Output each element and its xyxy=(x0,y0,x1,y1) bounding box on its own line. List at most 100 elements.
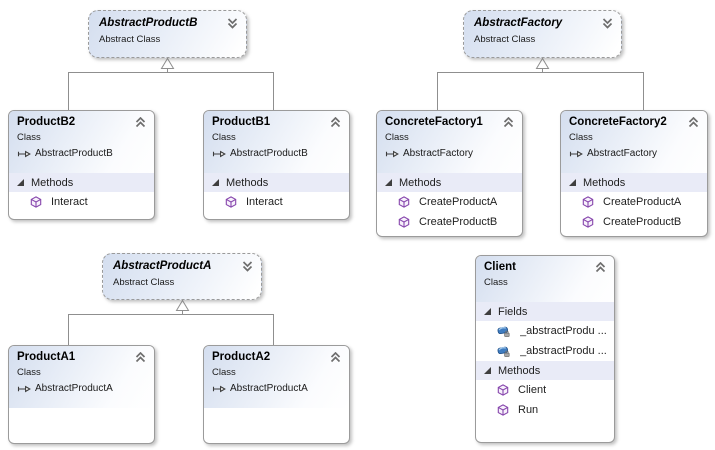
class-title: AbstractFactory xyxy=(474,17,563,29)
class-node-productb1[interactable]: ProductB1 Class AbstractProductB Methods… xyxy=(203,110,350,220)
base-type: AbstractProductA xyxy=(35,383,113,394)
class-node-client[interactable]: Client Class Fields _abstractProdu ... _… xyxy=(475,255,615,443)
method-row[interactable]: Interact xyxy=(204,192,349,212)
private-field-icon xyxy=(497,325,511,337)
fields-section-header[interactable]: Fields xyxy=(476,302,614,321)
collapse-chevron-icon[interactable] xyxy=(134,352,147,363)
class-kind: Class xyxy=(212,367,236,378)
expand-chevron-icon[interactable] xyxy=(241,261,254,272)
collapse-chevron-icon[interactable] xyxy=(502,117,515,128)
private-field-icon xyxy=(497,345,511,357)
class-title: ProductA1 xyxy=(17,351,76,363)
field-row[interactable]: _abstractProdu ... xyxy=(476,321,614,341)
collapse-chevron-icon[interactable] xyxy=(594,262,607,273)
inheritance-arrow-icon xyxy=(212,150,226,158)
class-node-productb2[interactable]: ProductB2 Class AbstractProductB Methods… xyxy=(8,110,155,220)
node-header: ProductB1 Class AbstractProductB xyxy=(204,111,349,173)
member-name: Interact xyxy=(51,196,88,208)
field-row[interactable]: _abstractProdu ... xyxy=(476,341,614,361)
class-kind: Abstract Class xyxy=(113,277,175,288)
member-name: _abstractProdu ... xyxy=(520,345,607,357)
class-kind: Class xyxy=(569,132,593,143)
methods-section-header[interactable]: Methods xyxy=(476,361,614,380)
class-kind: Class xyxy=(17,367,41,378)
class-kind: Class xyxy=(17,132,41,143)
base-type: AbstractFactory xyxy=(587,148,658,159)
section-label: Fields xyxy=(498,305,528,318)
class-kind: Abstract Class xyxy=(99,34,161,45)
inheritance-connector-group-a[interactable] xyxy=(68,299,274,346)
class-node-concretefactory1[interactable]: ConcreteFactory1 Class AbstractFactory M… xyxy=(376,110,523,237)
class-title: ConcreteFactory2 xyxy=(569,116,667,128)
method-icon xyxy=(497,404,509,416)
inheritance-connector-group-factory[interactable] xyxy=(437,57,644,111)
methods-section-header[interactable]: Methods xyxy=(204,173,349,192)
method-row[interactable]: Client xyxy=(476,380,614,400)
method-icon xyxy=(30,196,42,208)
collapse-chevron-icon[interactable] xyxy=(329,117,342,128)
section-expander-icon[interactable] xyxy=(569,179,576,186)
inheritance-arrow-icon xyxy=(569,150,583,158)
base-type: AbstractFactory xyxy=(403,148,474,159)
methods-section-header[interactable]: Methods xyxy=(9,173,154,192)
class-title: ProductB2 xyxy=(17,116,76,128)
collapse-chevron-icon[interactable] xyxy=(329,352,342,363)
section-expander-icon[interactable] xyxy=(484,308,491,315)
class-node-producta1[interactable]: ProductA1 Class AbstractProductA xyxy=(8,345,155,444)
class-kind: Class xyxy=(484,277,508,288)
class-node-abstractfactory[interactable]: AbstractFactory Abstract Class xyxy=(463,10,622,58)
member-name: CreateProductA xyxy=(419,196,498,208)
methods-section-header[interactable]: Methods xyxy=(561,173,707,192)
base-type: AbstractProductA xyxy=(230,383,308,394)
base-type: AbstractProductB xyxy=(35,148,113,159)
section-expander-icon[interactable] xyxy=(17,179,24,186)
section-label: Methods xyxy=(31,176,74,189)
method-row[interactable]: CreateProductA xyxy=(377,192,522,212)
node-header: ProductA2 Class AbstractProductA xyxy=(204,346,349,408)
class-node-producta2[interactable]: ProductA2 Class AbstractProductA xyxy=(203,345,350,444)
section-label: Methods xyxy=(583,176,626,189)
class-kind: Class xyxy=(212,132,236,143)
node-header: ProductA1 Class AbstractProductA xyxy=(9,346,154,408)
member-name: Run xyxy=(518,404,539,416)
inheritance-arrow-icon xyxy=(17,385,31,393)
class-title: AbstractProductB xyxy=(99,17,198,29)
class-title: ProductA2 xyxy=(212,351,271,363)
inheritance-arrow-icon xyxy=(17,150,31,158)
member-name: _abstractProdu ... xyxy=(520,325,607,337)
class-node-concretefactory2[interactable]: ConcreteFactory2 Class AbstractFactory M… xyxy=(560,110,708,237)
inheritance-arrow-icon xyxy=(385,150,399,158)
section-expander-icon[interactable] xyxy=(385,179,392,186)
section-expander-icon[interactable] xyxy=(484,367,491,374)
member-name: Interact xyxy=(246,196,283,208)
methods-section-header[interactable]: Methods xyxy=(377,173,522,192)
method-icon xyxy=(497,384,509,396)
class-node-abstractproductb[interactable]: AbstractProductB Abstract Class xyxy=(88,10,247,58)
member-name: Client xyxy=(518,384,547,396)
section-expander-icon[interactable] xyxy=(212,179,219,186)
method-icon xyxy=(398,196,410,208)
base-type: AbstractProductB xyxy=(230,148,308,159)
node-header: ConcreteFactory2 Class AbstractFactory xyxy=(561,111,707,173)
section-label: Methods xyxy=(226,176,269,189)
method-row[interactable]: CreateProductA xyxy=(561,192,707,212)
method-icon xyxy=(582,216,594,228)
method-row[interactable]: CreateProductB xyxy=(377,212,522,232)
collapse-chevron-icon[interactable] xyxy=(687,117,700,128)
method-icon xyxy=(225,196,237,208)
class-title: ProductB1 xyxy=(212,116,271,128)
inheritance-connector-group-b[interactable] xyxy=(68,57,274,111)
method-row[interactable]: Interact xyxy=(9,192,154,212)
node-header: ConcreteFactory1 Class AbstractFactory xyxy=(377,111,522,173)
expand-chevron-icon[interactable] xyxy=(601,18,614,29)
class-node-abstractproducta[interactable]: AbstractProductA Abstract Class xyxy=(102,253,262,300)
class-title: AbstractProductA xyxy=(113,260,212,272)
class-title: ConcreteFactory1 xyxy=(385,116,483,128)
section-label: Methods xyxy=(399,176,442,189)
method-row[interactable]: CreateProductB xyxy=(561,212,707,232)
expand-chevron-icon[interactable] xyxy=(226,18,239,29)
method-row[interactable]: Run xyxy=(476,400,614,420)
collapse-chevron-icon[interactable] xyxy=(134,117,147,128)
